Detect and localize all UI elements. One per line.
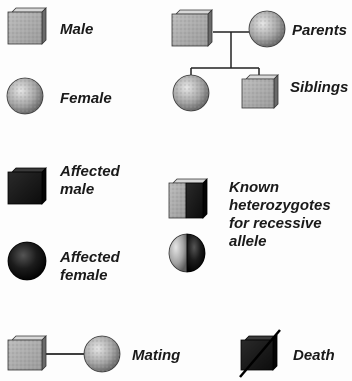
heterozygotes-label-line-4: allele	[229, 233, 267, 250]
affected-male-symbol	[8, 168, 46, 204]
parents-siblings-diagram	[172, 10, 285, 111]
male-label: Male	[60, 21, 93, 38]
heterozygotes-label-line-3: for recessive	[229, 215, 322, 232]
heterozygotes-label-line-1: Known	[229, 179, 279, 196]
death-symbol	[240, 330, 280, 377]
affected-female-label-line-1: Affected	[59, 249, 121, 266]
affected-female-label-line-2: female	[60, 267, 108, 284]
affected-male-label-line-1: Affected	[59, 163, 121, 180]
parents-label: Parents	[292, 22, 347, 39]
female-symbol	[7, 78, 43, 114]
parent-female-symbol	[249, 11, 285, 47]
affected-female-symbol	[8, 242, 46, 280]
siblings-label: Siblings	[290, 79, 348, 96]
sibling-female-symbol	[173, 75, 209, 111]
parent-male-symbol	[172, 10, 212, 46]
death-label: Death	[293, 347, 335, 364]
mating-label: Mating	[132, 347, 180, 364]
heterozygotes-label-line-2: heterozygotes	[229, 197, 331, 214]
heterozygote-female-symbol	[169, 234, 205, 272]
female-label: Female	[60, 90, 112, 107]
mating-symbol	[8, 336, 120, 372]
heterozygote-male-symbol	[169, 179, 207, 218]
sibling-male-symbol	[242, 75, 278, 108]
affected-male-label-line-2: male	[60, 181, 94, 198]
male-symbol	[8, 8, 46, 44]
